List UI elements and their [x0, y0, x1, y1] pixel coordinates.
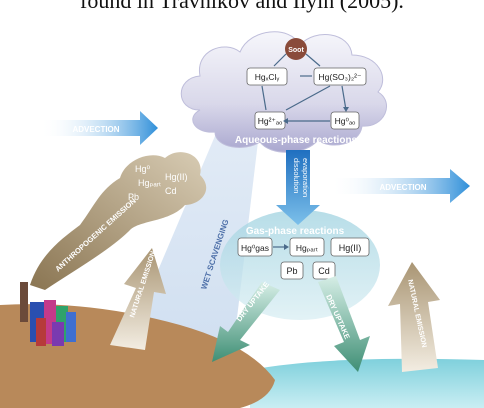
smoke-hgii-label: Hg(II)	[165, 172, 188, 182]
hgpart-label: Hgₚₐᵣₜ	[296, 243, 319, 253]
cd-label: Cd	[318, 266, 330, 276]
hgxcly-label: HgₓClᵧ	[255, 72, 280, 82]
hgso3-label: Hg(SO₃)₂²⁻	[319, 72, 362, 82]
wet-scavenging-band	[120, 108, 262, 360]
soot-label: Soot	[288, 47, 304, 54]
smoke-hgpart-label: Hgₚₐᵣₜ	[138, 178, 162, 188]
hg0aq-label: Hg⁰ₐₒ	[335, 116, 356, 126]
soot-node	[285, 38, 307, 60]
dry-uptake-left-arrow	[212, 282, 280, 362]
cd-box	[312, 261, 336, 280]
advection-right-label: ADVECTION	[379, 183, 426, 192]
caption-text: found in Travnikov and Ilyin (2005).	[80, 0, 404, 13]
gas-phase-title: Gas-phase reactions	[246, 226, 345, 237]
hgpart-box	[289, 237, 325, 257]
smokestack	[20, 282, 28, 322]
pb-label: Pb	[286, 266, 297, 276]
smoke-cd-label: Cd	[165, 186, 177, 196]
sea	[250, 358, 484, 408]
pb-box	[280, 261, 304, 280]
aqueous-reaction-arrows	[261, 53, 349, 124]
hg0aq-box	[330, 111, 360, 130]
hgso3-box	[313, 67, 367, 86]
hgxcly-box	[246, 67, 288, 86]
smoke-pb-label: Pb	[128, 192, 139, 202]
dissolution-label: dissolution	[292, 158, 301, 193]
evaporation-label: evaporation	[301, 158, 310, 197]
hg0gas-label: Hg⁰gas	[241, 243, 269, 253]
hgii-gas-label: Hg(II)	[339, 243, 362, 253]
factory	[20, 282, 76, 346]
advection-right-arrow	[330, 169, 470, 203]
gas-reaction-arrowhead	[284, 244, 289, 250]
natural-emission-right-arrow	[388, 262, 440, 372]
natural-emission-left-arrow	[110, 248, 166, 350]
smoke-plume	[30, 152, 207, 290]
hg2aq-label: Hg²⁺ₐₒ	[258, 116, 283, 126]
hgii-gas-box	[330, 237, 370, 257]
smoke-hg0-label: Hg⁰	[135, 164, 151, 174]
dissolution-evaporation-arrow	[276, 150, 320, 225]
advection-left-label: ADVECTION	[72, 125, 119, 134]
dry-uptake-right-arrow	[318, 276, 370, 372]
hg0gas-box	[237, 237, 273, 257]
advection-left-arrow	[40, 111, 158, 145]
aqueous-title: Aqueous-phase reactions	[235, 135, 358, 146]
